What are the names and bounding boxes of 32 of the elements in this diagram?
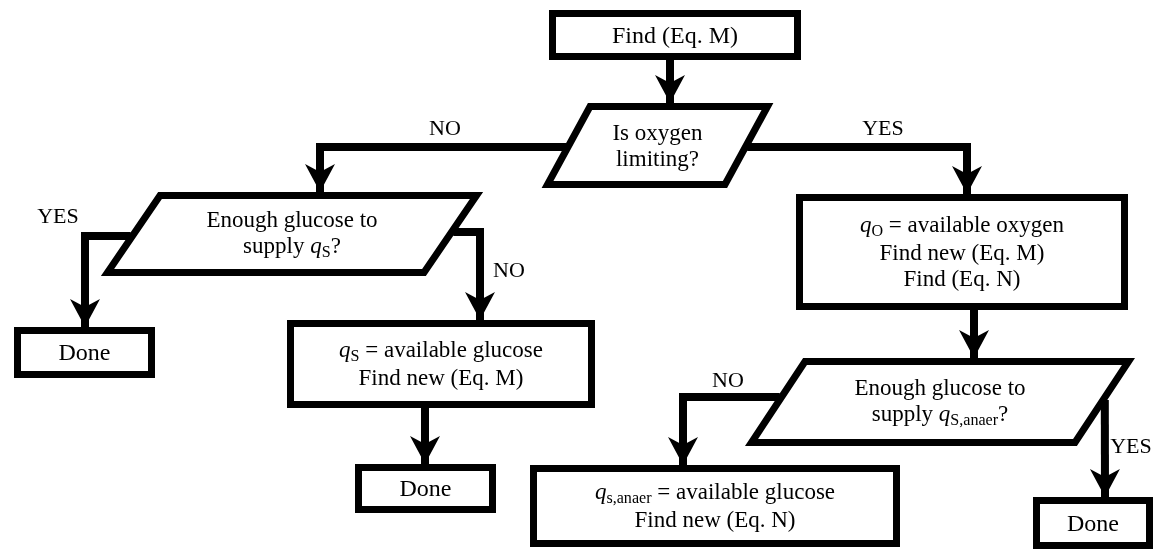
node-text: Enough glucose to supply q$_{S}$? xyxy=(205,207,379,261)
node-text: Enough glucose to supply q$_{S,anaer}$? xyxy=(853,375,1027,429)
process-box xyxy=(355,464,496,513)
process-box xyxy=(530,465,900,547)
node-text: Find new (Eq. N) xyxy=(634,507,796,533)
node-text: q$_{S}$ = available glucose xyxy=(339,337,543,366)
decision-parallelogram xyxy=(544,103,771,188)
node-text: Done xyxy=(1067,509,1119,537)
process-box xyxy=(549,10,801,60)
arrow xyxy=(305,143,567,192)
process-box xyxy=(287,320,595,408)
process-box xyxy=(14,327,155,378)
arrow xyxy=(655,60,685,103)
arrow xyxy=(668,393,780,465)
node-text: Find (Eq. M) xyxy=(612,21,738,49)
node-text: Find new (Eq. M) xyxy=(358,365,524,391)
node-text: Done xyxy=(399,475,452,502)
process-box xyxy=(1033,497,1153,549)
arrow xyxy=(453,228,495,320)
node-text: q$_{s,anaer}$ = available glucose xyxy=(594,479,836,508)
arrow xyxy=(747,143,982,194)
node-text: Is oxygen limiting? xyxy=(611,119,704,172)
arrow xyxy=(1089,400,1120,497)
process-box xyxy=(796,194,1128,310)
node-text: Find (Eq. N) xyxy=(903,266,1021,292)
arrow xyxy=(70,232,131,327)
node-text: Done xyxy=(58,339,111,366)
node-text: Find new (Eq. M) xyxy=(879,240,1045,266)
decision-parallelogram xyxy=(104,192,480,276)
arrow xyxy=(410,408,440,464)
node-text: q$_{O}$ = available oxygen xyxy=(859,212,1065,241)
arrow xyxy=(959,310,989,358)
